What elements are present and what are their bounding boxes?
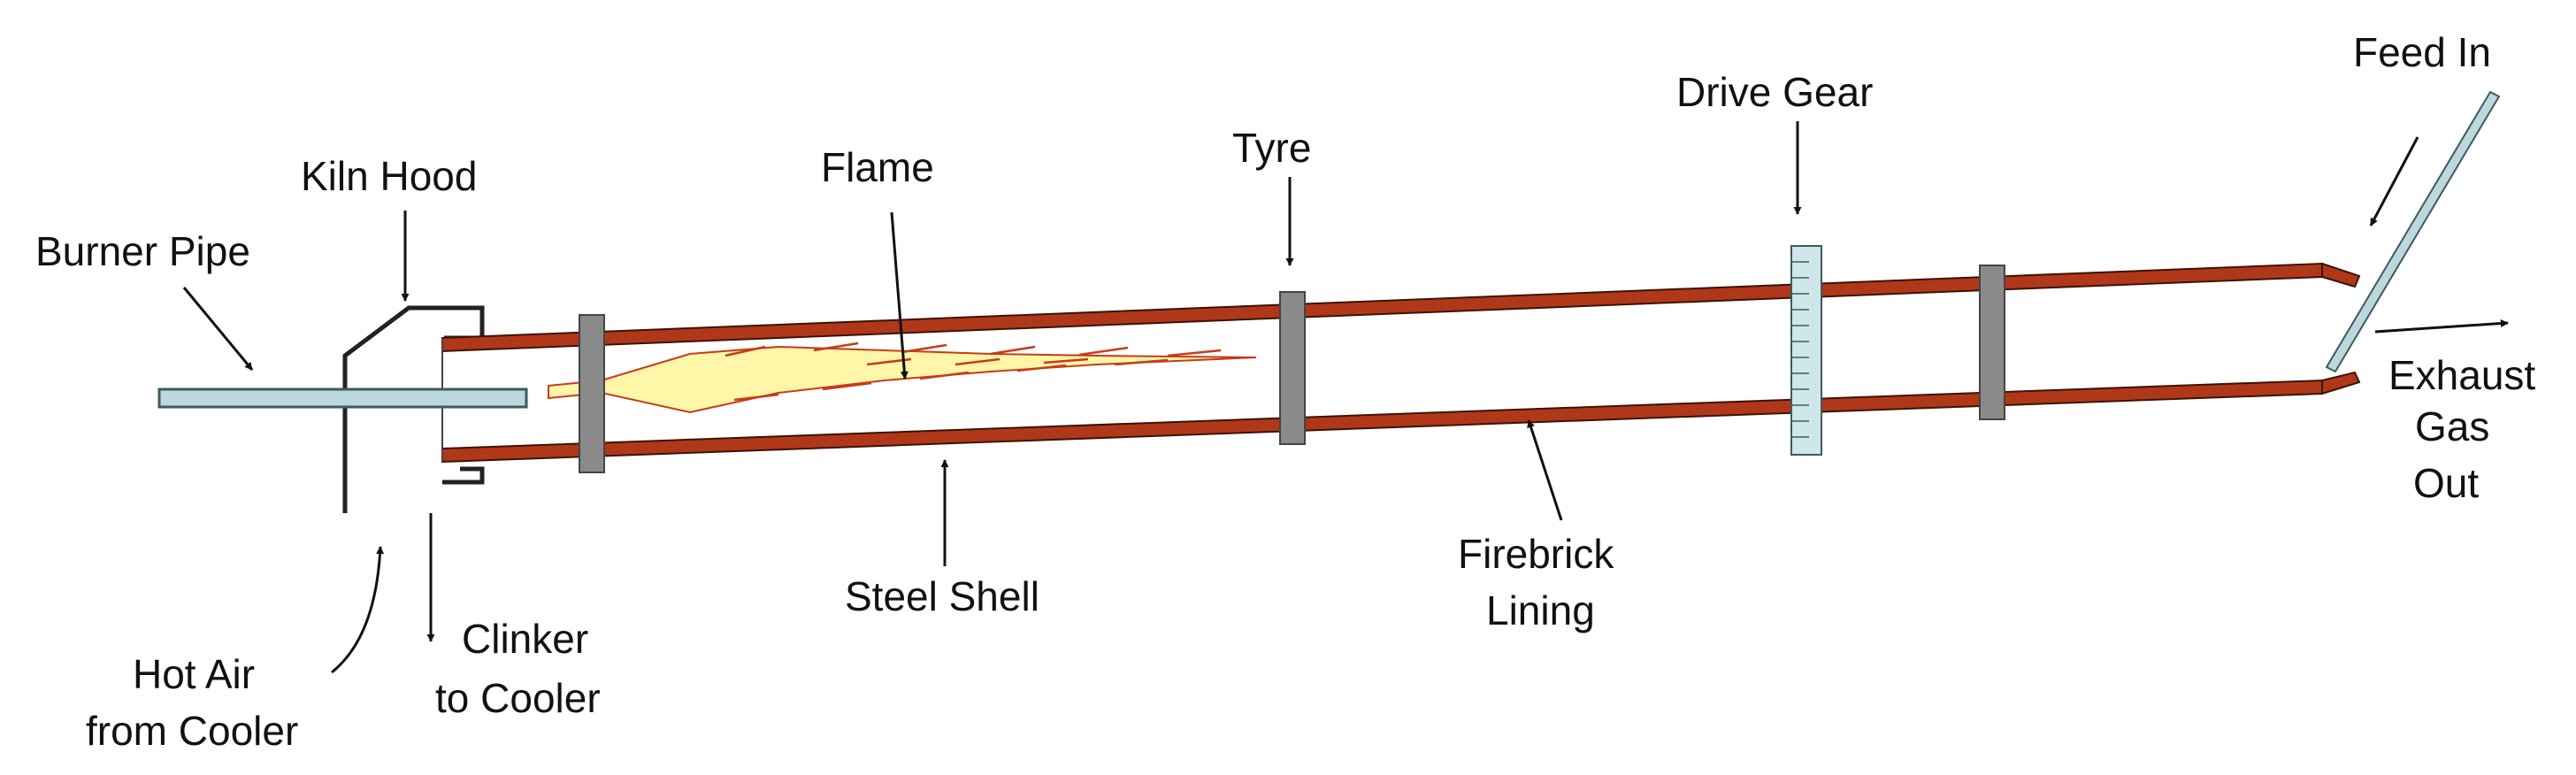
arrow-firebrick-lining (1527, 419, 1563, 521)
label-burner-pipe: Burner Pipe (35, 228, 250, 274)
label-exhaust-line3: Out (2413, 460, 2479, 506)
flame (548, 341, 1257, 414)
feed-end-top-taper (2321, 262, 2361, 288)
label-hot-air-line2: from Cooler (86, 708, 298, 754)
arrow-feed-in (2369, 136, 2419, 226)
arrow-exhaust (2374, 319, 2509, 334)
flame-edge-streaks (724, 341, 1222, 402)
burner-pipe (157, 388, 528, 409)
label-kiln-hood: Kiln Hood (301, 153, 477, 199)
label-tyre: Tyre (1232, 125, 1311, 171)
label-arrows (182, 121, 2509, 674)
steel-shell-top (441, 262, 2323, 353)
label-clinker-line1: Clinker (462, 616, 588, 662)
label-flame: Flame (821, 144, 934, 190)
label-firebrick-line1: Firebrick (1458, 531, 1614, 577)
drive-gear-body (1790, 245, 1822, 456)
feed-end-bottom-taper (2321, 371, 2361, 395)
arrow-burner-pipe (182, 287, 254, 371)
flame-body (548, 345, 1257, 414)
tyre-3 (1979, 265, 2005, 420)
drive-gear-teeth (1791, 261, 1809, 438)
kiln-hood-lower-lip (442, 466, 485, 485)
label-steel-shell: Steel Shell (845, 573, 1039, 619)
arrow-flame (890, 211, 908, 380)
feed-pipe (2325, 90, 2501, 373)
label-exhaust-line2: Gas (2415, 403, 2489, 449)
drive-gear (1790, 245, 1822, 456)
tyre-1 (579, 314, 605, 473)
label-exhaust-line1: Exhaust (2388, 352, 2535, 398)
tyre-2 (1279, 291, 1306, 445)
label-clinker-line2: to Cooler (435, 675, 601, 721)
label-firebrick-line2: Lining (1486, 587, 1595, 633)
label-hot-air-line1: Hot Air (133, 651, 255, 697)
label-drive-gear: Drive Gear (1676, 69, 1873, 115)
arrow-hot-air (331, 546, 385, 674)
label-feed-in: Feed In (2353, 29, 2491, 75)
